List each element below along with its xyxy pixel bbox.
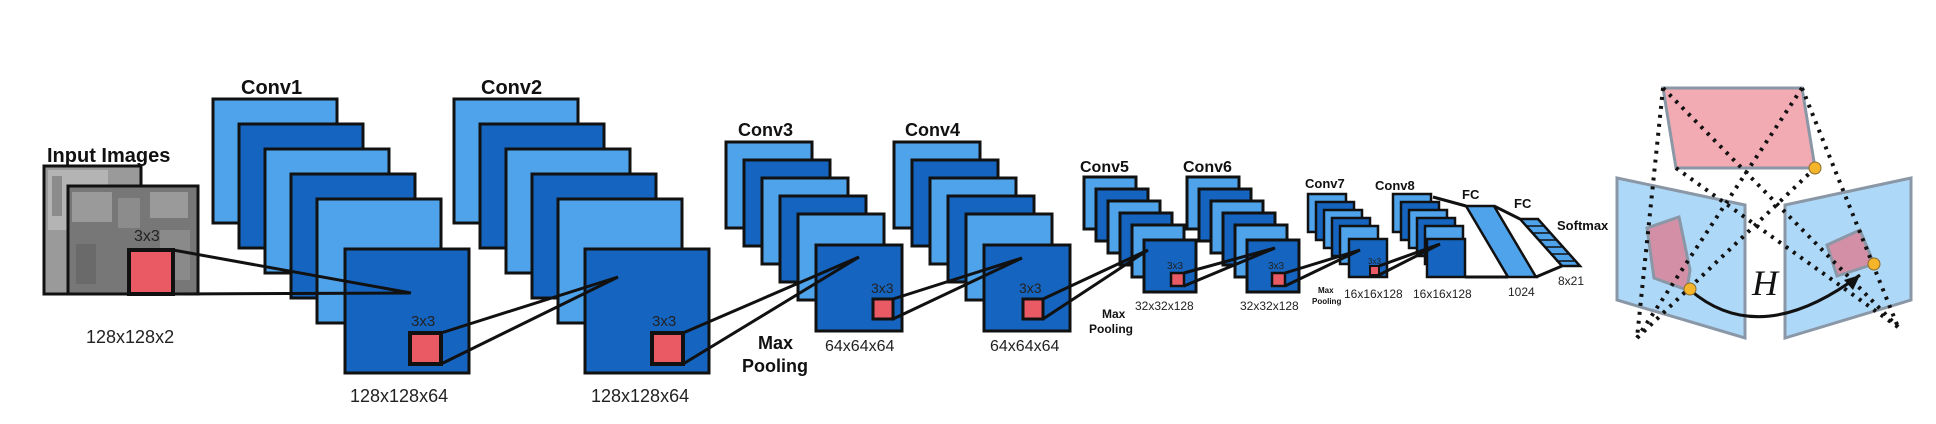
pool2-label-2: Pooling	[1089, 322, 1133, 336]
conv8-dims: 16x16x128	[1413, 287, 1472, 301]
input-kernel	[127, 248, 175, 296]
conv6-kernel	[1270, 271, 1287, 288]
pool2-dims: 32x32x128	[1135, 299, 1194, 313]
pool1-label-2: Pooling	[742, 356, 808, 376]
homography-symbol: H	[1751, 263, 1780, 303]
left-patch	[1645, 215, 1692, 293]
pool1-label-1: Max	[758, 333, 793, 353]
pool3-label-1: Max	[1318, 286, 1334, 295]
corner-marker	[1808, 161, 1822, 175]
conv2-kernel-label: 3x3	[652, 313, 676, 330]
projection-lines	[1635, 86, 1900, 340]
conv1-title: Conv1	[241, 77, 302, 99]
conv6-stack	[1185, 175, 1301, 294]
top-plane	[1661, 86, 1817, 170]
pool1-dims: 64x64x64	[825, 338, 894, 355]
pool3-kernel-label: 3x3	[1368, 257, 1381, 266]
input-title: Input Images	[47, 145, 170, 167]
homography-arrowhead	[1844, 275, 1860, 290]
conv5-kernel	[1169, 271, 1186, 288]
conv2-kernel	[650, 331, 685, 366]
fc1-dims: 1024	[1508, 285, 1535, 299]
conv2-title: Conv2	[481, 77, 542, 99]
conv1-dims: 128x128x64	[350, 386, 448, 406]
conv2-stack	[452, 97, 711, 375]
input-dims: 128x128x2	[86, 327, 174, 347]
conv6-kernel-label: 3x3	[1268, 261, 1285, 272]
fc1-layer	[1463, 204, 1539, 279]
conv4-stack	[892, 140, 1072, 333]
conv5-title: Conv5	[1080, 159, 1129, 176]
corner-marker	[1683, 282, 1697, 296]
conv1-stack	[211, 97, 471, 375]
conv6-title: Conv6	[1183, 159, 1232, 176]
fc2-title: FC	[1514, 196, 1532, 211]
conv8-title: Conv8	[1375, 178, 1415, 193]
pool2-label-1: Max	[1102, 307, 1126, 321]
conv4-kernel-label: 3x3	[1019, 280, 1042, 296]
pool3-label-2: Pooling	[1312, 297, 1341, 306]
softmax-title: Softmax	[1557, 218, 1609, 233]
conv1-map-6	[343, 247, 471, 375]
conv1-kernel	[408, 331, 443, 366]
fc1-slab	[1463, 204, 1539, 279]
conv4-kernel	[1021, 297, 1045, 321]
pool2-kernel-label: 3x3	[1167, 261, 1184, 272]
conv4-title: Conv4	[905, 120, 960, 140]
conv3-title: Conv3	[738, 120, 793, 140]
conv3-stack	[724, 140, 904, 333]
conv2-map-6	[583, 247, 711, 375]
pool1-kernel-label: 3x3	[871, 280, 894, 296]
input-images	[42, 164, 200, 296]
input-kernel-label: 3x3	[134, 228, 160, 245]
conv3-kernel	[871, 297, 895, 321]
corner-marker	[1867, 257, 1881, 271]
softmax-dims: 8x21	[1558, 274, 1584, 288]
fc2-layer	[1517, 217, 1583, 268]
pool3-dims: 16x16x128	[1344, 287, 1403, 301]
conv8-stack	[1391, 192, 1467, 279]
conv7-kernel	[1369, 265, 1380, 276]
conv7-stack	[1306, 192, 1389, 279]
connection-lines	[172, 195, 1563, 366]
conv1-kernel-label: 3x3	[411, 313, 435, 330]
conv6-dims: 32x32x128	[1240, 299, 1299, 313]
conv5-stack	[1082, 175, 1198, 294]
conv7-title: Conv7	[1305, 176, 1345, 191]
homography-arrow	[1689, 273, 1861, 319]
homography-illustration	[1615, 86, 1913, 341]
conv4-dims: 64x64x64	[990, 338, 1059, 355]
conv2-dims: 128x128x64	[591, 386, 689, 406]
fc1-title: FC	[1462, 187, 1480, 202]
